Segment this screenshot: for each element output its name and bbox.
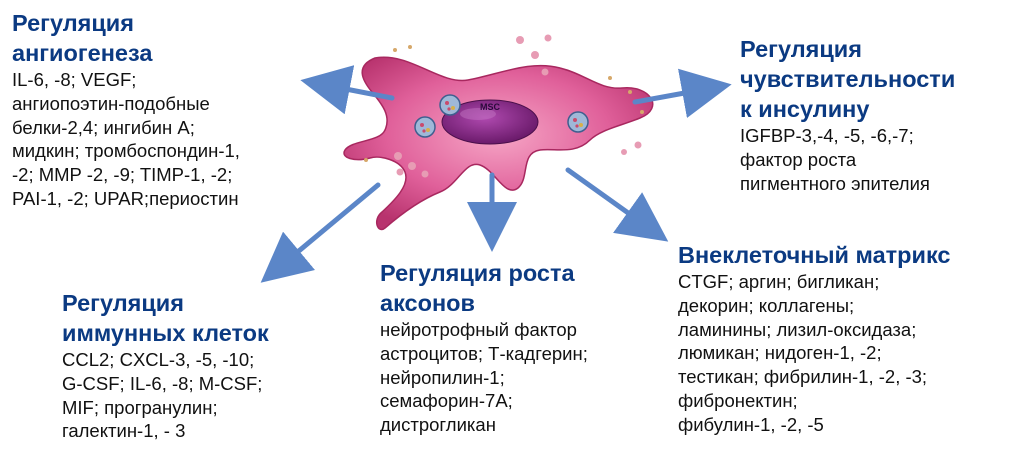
arrow-to-ecm xyxy=(568,170,652,230)
vesicle xyxy=(568,112,588,132)
angio-item-line: IL-6, -8; VEGF; xyxy=(12,68,240,92)
immune-heading-line: Регуляция xyxy=(62,288,269,318)
cell-label: MSC xyxy=(480,102,501,112)
axon-item-line: нейротрофный фактор xyxy=(380,318,588,342)
ecm-item-line: ламинины; лизил-оксидаза; xyxy=(678,318,951,342)
angio-heading-line: ангиогенеза xyxy=(12,38,240,68)
immune-items: CCL2; CXCL-3, -5, -10;G-CSF; IL-6, -8; M… xyxy=(62,348,269,443)
axon-item-line: астроцитов; Т-кадгерин; xyxy=(380,342,588,366)
insulin-heading-line: Регуляция xyxy=(740,34,955,64)
ecm-item-line: фибулин-1, -2, -5 xyxy=(678,413,951,437)
immune-item-line: G-CSF; IL-6, -8; M-CSF; xyxy=(62,372,269,396)
ecm-item-line: фибронектин; xyxy=(678,389,951,413)
axon-heading-line: Регуляция роста xyxy=(380,258,588,288)
insulin-heading-line: чувствительности xyxy=(740,64,955,94)
insulin-item-line: пигментного эпителия xyxy=(740,172,955,196)
axon-heading-line: аксонов xyxy=(380,288,588,318)
axon-item-line: семафорин-7А; xyxy=(380,389,588,413)
insulin-heading-line: к инсулину xyxy=(740,94,955,124)
vesicle xyxy=(415,117,435,137)
ecm-item-line: люмикан; нидоген-1, -2; xyxy=(678,341,951,365)
ecm-item-line: декорин; коллагены; xyxy=(678,294,951,318)
axon-item-line: нейропилин-1; xyxy=(380,366,588,390)
ecm-item-line: тестикан; фибрилин-1, -2, -3; xyxy=(678,365,951,389)
immune-item-line: CCL2; CXCL-3, -5, -10; xyxy=(62,348,269,372)
axon-item-line: дистрогликан xyxy=(380,413,588,437)
angio-item-line: ангиопоэтин-подобные xyxy=(12,92,240,116)
angio-item-line: мидкин; тромбоспондин-1, xyxy=(12,139,240,163)
insulin-item-line: IGFBP-3,-4, -5, -6,-7; xyxy=(740,124,955,148)
immune-item-line: MIF; програнулин; xyxy=(62,396,269,420)
arrow-to-immune xyxy=(276,185,378,270)
ecm-item-line: CTGF; аргин; бигликан; xyxy=(678,270,951,294)
angio-item-line: белки-2,4; ингибин А; xyxy=(12,116,240,140)
ecm-heading-line: Внеклеточный матрикс xyxy=(678,240,951,270)
ecm-heading: Внеклеточный матрикс xyxy=(678,240,951,270)
insulin-item-line: фактор роста xyxy=(740,148,955,172)
immune-item-line: галектин-1, - 3 xyxy=(62,419,269,443)
vesicle xyxy=(440,95,460,115)
immune-heading-line: иммунных клеток xyxy=(62,318,269,348)
ecm-items: CTGF; аргин; бигликан;декорин; коллагены… xyxy=(678,270,951,437)
angio-item-line: PAI-1, -2; UPAR;периостин xyxy=(12,187,240,211)
angio-item-line: -2; MMP -2, -9; TIMP-1, -2; xyxy=(12,163,240,187)
angio-heading-line: Регуляция xyxy=(12,8,240,38)
